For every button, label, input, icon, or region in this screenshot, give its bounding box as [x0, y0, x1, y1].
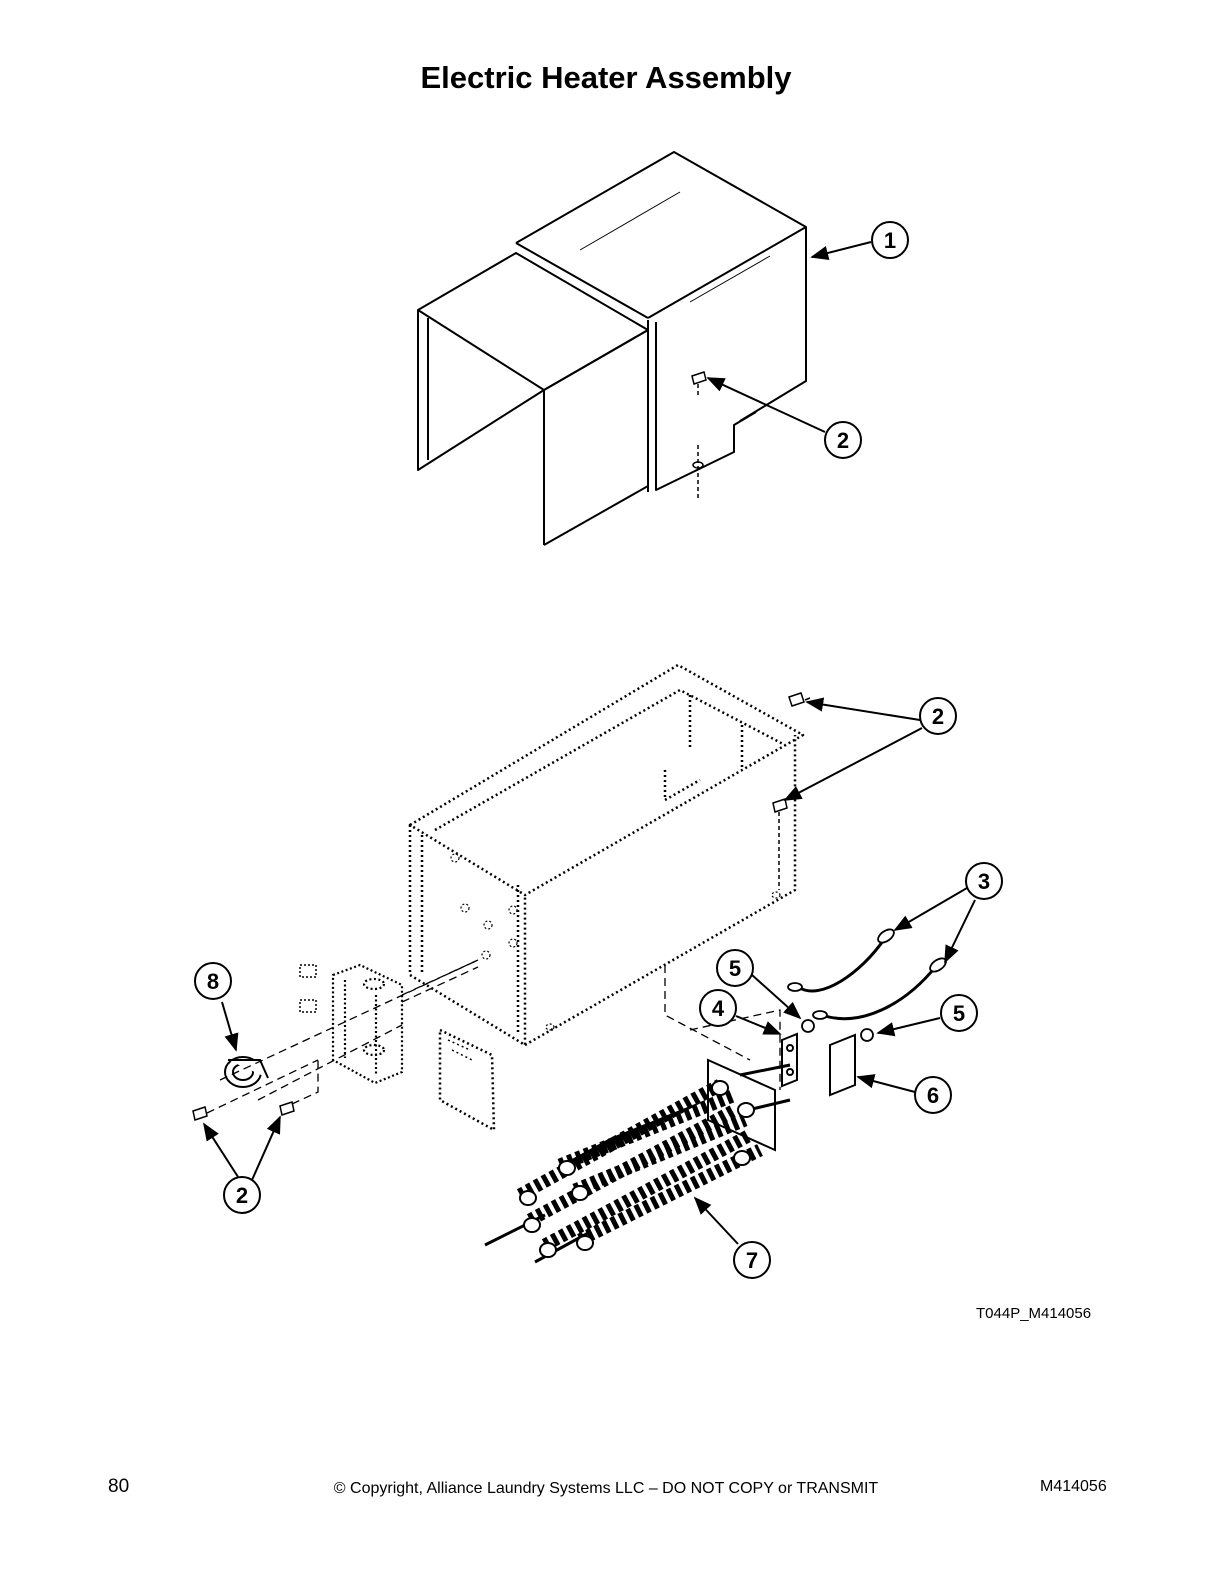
document-number: M414056 — [1040, 1478, 1107, 1495]
callout-number: 5 — [729, 956, 741, 981]
cover-screw — [691, 371, 707, 500]
copyright-notice: © Copyright, Alliance Laundry Systems LL… — [333, 1480, 879, 1497]
element-coil-ends — [519, 1080, 755, 1258]
insulator-plates — [781, 1032, 856, 1097]
washers — [801, 1019, 874, 1042]
callout-bubble: 7 — [733, 1241, 771, 1279]
callout-number: 1 — [884, 228, 896, 253]
callout-bubble: 3 — [965, 862, 1003, 900]
thermostat-bracket — [331, 963, 404, 1085]
callout-number: 4 — [712, 996, 725, 1021]
leader-arrows — [203, 241, 976, 1245]
page-title: Electric Heater Assembly — [420, 60, 792, 95]
callout-bubble: 2 — [824, 421, 862, 459]
box-screws — [772, 692, 811, 890]
callout-bubble: 2 — [223, 1176, 261, 1214]
heater-cover — [417, 151, 807, 546]
callout-number: 6 — [927, 1083, 939, 1108]
access-plate — [438, 1028, 496, 1133]
callout-bubble: 6 — [914, 1076, 952, 1114]
alignment-lines — [206, 959, 781, 1114]
callout-bubble: 8 — [194, 962, 232, 1000]
callout-number: 8 — [207, 969, 219, 994]
heater-box — [408, 663, 805, 1047]
callout-bubble: 2 — [919, 697, 957, 735]
box-holes — [450, 853, 781, 1031]
jumper-wires — [799, 937, 939, 1021]
callout-number: 5 — [953, 1001, 965, 1026]
callout-bubble: 5 — [940, 994, 978, 1032]
callout-bubble: 5 — [716, 949, 754, 987]
drawing-id: T044P_M414056 — [976, 1305, 1092, 1322]
page-number: 80 — [108, 1476, 130, 1497]
callout-number: 3 — [978, 869, 990, 894]
callout-number: 2 — [837, 428, 849, 453]
wire-lugs — [787, 928, 947, 1020]
heating-element — [484, 1058, 791, 1264]
callout-number: 2 — [236, 1183, 248, 1208]
callout-bubble: 4 — [699, 989, 737, 1027]
callout-bubble: 1 — [871, 221, 909, 259]
callout-number: 7 — [746, 1248, 758, 1273]
callout-number: 2 — [932, 704, 944, 729]
thermostat-screws — [192, 1101, 295, 1121]
thermostat — [224, 1056, 269, 1088]
bracket-tabs — [299, 964, 317, 1013]
